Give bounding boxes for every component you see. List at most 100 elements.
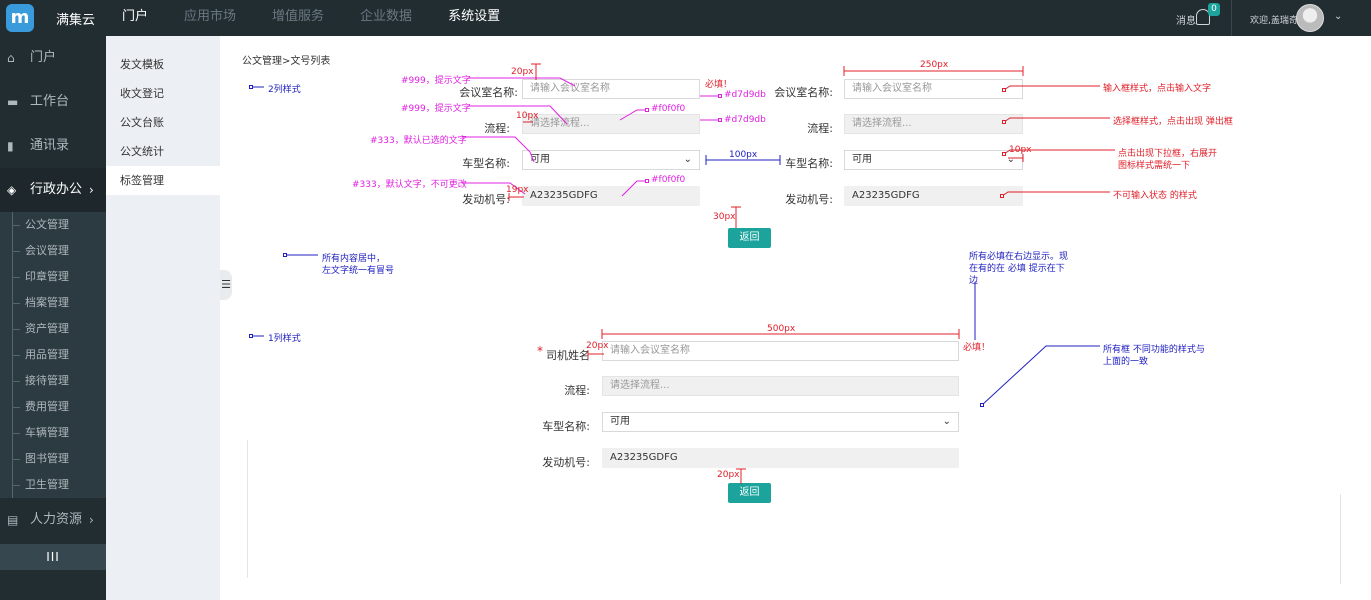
engine-no-field-2: A23235GDFG — [844, 186, 1023, 206]
annotation-hint-999-2: #999，提示文字 — [401, 104, 471, 114]
annotation-two-col: 2列样式 — [268, 85, 301, 95]
submenu-item[interactable]: 公文统计 — [120, 145, 164, 158]
sidebar-subitem[interactable]: 公文管理 — [0, 212, 106, 238]
car-type-select-2[interactable]: 可用 ⌄ — [844, 150, 1023, 170]
sidebar-subitem[interactable]: 卫生管理 — [0, 472, 106, 498]
submenu-item[interactable]: 公文台账 — [120, 116, 164, 129]
annotation-marker — [1000, 194, 1004, 198]
annotation-500px: 500px — [767, 324, 796, 334]
back-button-2[interactable]: 返回 — [728, 483, 771, 503]
desktop-icon: ▬ — [7, 95, 19, 109]
annotation-marker — [249, 334, 253, 338]
nav-item-value-added[interactable]: 增值服务 — [272, 9, 325, 24]
submenu-item[interactable]: 发文模板 — [120, 58, 164, 71]
home-icon: ⌂ — [7, 51, 15, 65]
annotation-marker — [980, 403, 984, 407]
sidebar-subitem[interactable]: 用品管理 — [0, 342, 106, 368]
chevron-right-icon: › — [89, 513, 94, 527]
car-type-value: 可用 — [852, 154, 872, 165]
nav-item-system-settings[interactable]: 系统设置 — [448, 9, 501, 24]
nav-item-portal[interactable]: 门户 — [122, 9, 149, 24]
sidebar-item-workbench[interactable]: ▬ 工作台 — [0, 80, 106, 124]
submenu-item-active[interactable]: 标签管理 — [106, 166, 220, 195]
required-mark: * — [537, 344, 543, 358]
room-name-input-2[interactable]: 请输入会议室名称 — [844, 79, 1023, 99]
sidebar-item-portal[interactable]: ⌂ 门户 — [0, 36, 106, 80]
header-divider — [1231, 0, 1232, 36]
nav-item-app-market[interactable]: 应用市场 — [184, 9, 237, 24]
sidebar-item-label: 人力资源 — [30, 512, 83, 527]
car-type-value: 可用 — [530, 154, 550, 165]
annotation-20px-c: 20px — [717, 470, 740, 480]
annotation-bg-color-2: #f0f0f0 — [651, 175, 686, 185]
sidebar-subitem[interactable]: 车辆管理 — [0, 420, 106, 446]
back-button[interactable]: 返回 — [728, 228, 771, 248]
message-label[interactable]: 消息 — [1176, 16, 1196, 27]
driver-name-input[interactable]: 请输入会议室名称 — [602, 341, 959, 361]
sidebar-subitem[interactable]: 会议管理 — [0, 238, 106, 264]
flow-select-2[interactable]: 请选择流程... — [844, 114, 1023, 134]
annotation-19px: 19px — [506, 185, 529, 195]
sidebar-item-contacts[interactable]: ▮ 通讯录 — [0, 124, 106, 168]
nav-item-enterprise-data[interactable]: 企业数据 — [360, 9, 413, 24]
car-type-label: 车型名称: — [462, 157, 510, 170]
app-logo[interactable]: m — [6, 4, 34, 32]
annotation-marker — [283, 253, 287, 257]
secondary-menu: 发文模板 收文登记 公文台账 公文统计 标签管理 — [106, 36, 220, 600]
annotation-one-col: 1列样式 — [268, 334, 301, 344]
submenu-item[interactable]: 收文登记 — [120, 87, 164, 100]
sidebar-subitem[interactable]: 档案管理 — [0, 290, 106, 316]
annotation-center-1: 所有内容居中， — [322, 254, 386, 264]
annotation-hint-333-fixed: #333，默认文字，不可更改 — [352, 180, 467, 190]
car-type-select-3[interactable]: 可用 ⌄ — [602, 412, 959, 432]
sidebar: ⌂ 门户 ▬ 工作台 ▮ 通讯录 ◈ 行政办公 › 公文管理 会议管理 印章管理… — [0, 36, 106, 600]
bell-icon[interactable] — [1196, 9, 1210, 25]
annotation-bg-color-1: #f0f0f0 — [651, 104, 686, 114]
driver-name-label: 司机姓名 — [546, 349, 590, 362]
annotation-dropdown-style-2: 图标样式需统一下 — [1118, 161, 1191, 171]
sidebar-subitem[interactable]: 接待管理 — [0, 368, 106, 394]
sidebar-subitem[interactable]: 图书管理 — [0, 446, 106, 472]
chevron-down-icon: ⌄ — [683, 154, 692, 165]
top-nav: 门户 应用市场 增值服务 企业数据 系统设置 — [104, 0, 518, 36]
annotation-border-color-2: #d7d9db — [724, 115, 766, 125]
sidebar-collapse-button[interactable]: III — [0, 544, 106, 570]
room-name-label: 会议室名称: — [459, 86, 518, 99]
annotation-required-note-3: 边 — [969, 276, 979, 286]
flow-label: 流程: — [484, 122, 510, 135]
annotation-frame-note-2: 上面的一致 — [1103, 357, 1149, 367]
content-frame-right — [1340, 494, 1341, 584]
brand-name: 满集云 — [56, 13, 96, 28]
annotation-marker — [249, 85, 253, 89]
avatar[interactable] — [1296, 4, 1324, 32]
panel-toggle-handle[interactable]: ☰ — [220, 270, 232, 300]
flow-select[interactable]: 请选择流程... — [522, 114, 700, 134]
welcome-text: 欢迎,盖瑞奇 — [1250, 16, 1298, 26]
annotation-marker — [645, 179, 649, 183]
annotation-border-color-1: #d7d9db — [724, 90, 766, 100]
layers-icon: ◈ — [7, 183, 17, 197]
annotation-hint-333-selected: #333，默认已选的文字 — [370, 136, 467, 146]
chevron-down-icon[interactable]: ⌄ — [1334, 11, 1343, 22]
car-type-label-3: 车型名称: — [542, 420, 590, 433]
annotation-marker — [645, 108, 649, 112]
annotation-select-style: 选择框样式，点击出现 弹出框 — [1113, 117, 1233, 127]
engine-no-label-2: 发动机号: — [785, 193, 833, 206]
sidebar-item-label: 通讯录 — [30, 138, 70, 153]
annotation-20px-b: 20px — [586, 341, 609, 351]
sidebar-subitem[interactable]: 资产管理 — [0, 316, 106, 342]
annotation-10px-b: 10px — [1009, 145, 1032, 155]
annotation-10px: 10px — [516, 111, 539, 121]
annotation-required-2: 必填！ — [963, 343, 991, 353]
sidebar-item-hr[interactable]: ▤ 人力资源 › — [0, 498, 106, 542]
sidebar-submenu: 公文管理 会议管理 印章管理 档案管理 资产管理 用品管理 接待管理 费用管理 … — [0, 212, 106, 498]
flow-select-3[interactable]: 请选择流程... — [602, 376, 959, 396]
annotation-marker — [1002, 152, 1006, 156]
annotation-required-note-2: 在有的在 必填 提示在下 — [969, 264, 1065, 274]
sidebar-subitem[interactable]: 印章管理 — [0, 264, 106, 290]
sidebar-item-admin-office[interactable]: ◈ 行政办公 › — [0, 168, 106, 212]
engine-no-label: 发动机号: — [462, 193, 510, 206]
car-type-select[interactable]: 可用 ⌄ — [522, 150, 700, 170]
room-name-input[interactable]: 请输入会议室名称 — [522, 79, 700, 99]
sidebar-subitem[interactable]: 费用管理 — [0, 394, 106, 420]
